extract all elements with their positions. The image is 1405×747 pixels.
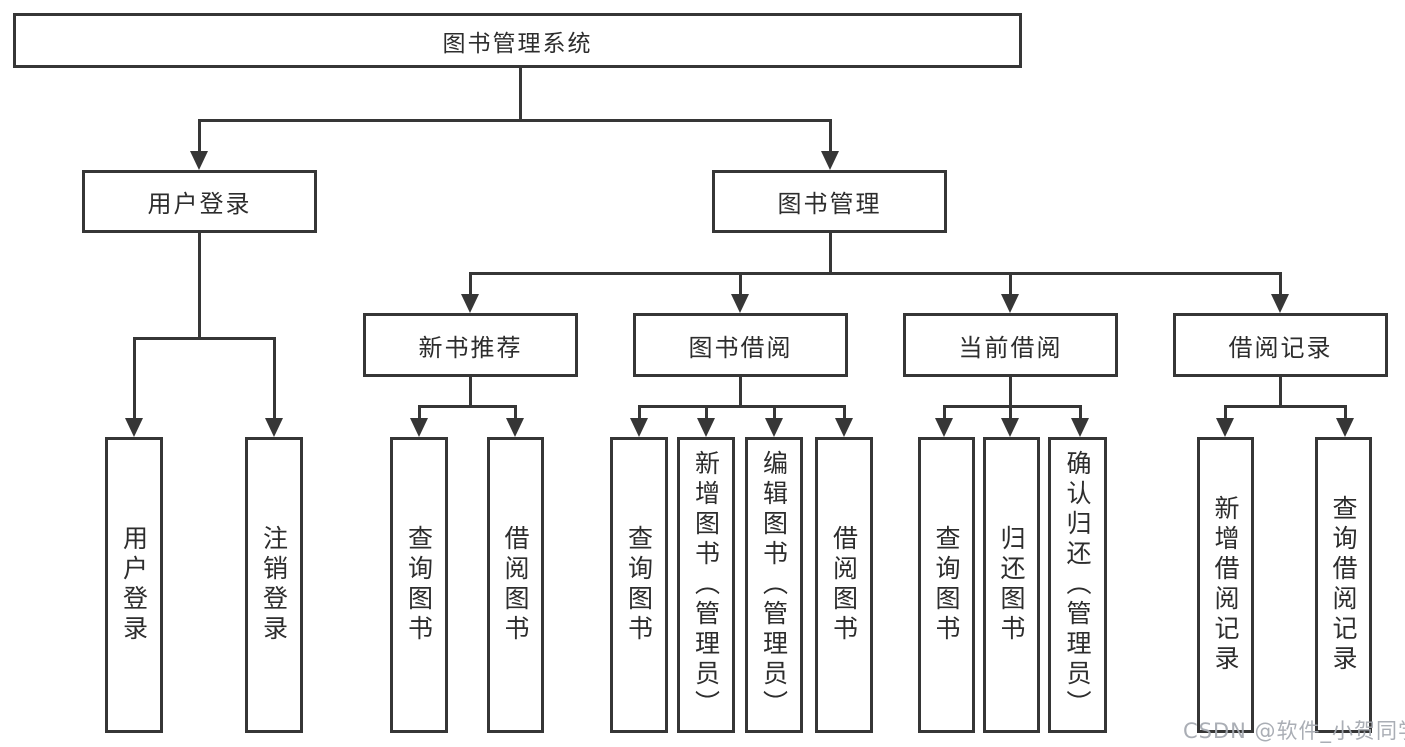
arrow-down-icon [821, 151, 839, 170]
connector-line [638, 405, 641, 423]
connector-line [705, 405, 708, 423]
node-book-management: 图书管理 [712, 170, 947, 233]
connector-line [773, 405, 776, 423]
connector-line [1279, 272, 1282, 297]
watermark: CSDN @软件_小贺同学 [1183, 719, 1405, 743]
arrow-down-icon [410, 418, 428, 437]
connector-line [739, 375, 742, 408]
connector-line [519, 66, 522, 120]
arrow-down-icon [731, 294, 749, 313]
connector-line [1279, 375, 1282, 408]
connector-line [469, 375, 472, 408]
arrow-down-icon [765, 418, 783, 437]
connector-line [418, 405, 421, 423]
arrow-down-icon [265, 418, 283, 437]
node-user-login-module: 用户登录 [82, 170, 317, 233]
connector-line [1224, 405, 1347, 408]
leaf-query-books-c: 查询图书 [918, 437, 975, 733]
connector-line [638, 405, 846, 408]
node-borrow-records: 借阅记录 [1173, 313, 1388, 377]
leaf-user-login: 用户登录 [105, 437, 163, 733]
arrow-down-icon [697, 418, 715, 437]
connector-line [418, 405, 517, 408]
arrow-down-icon [125, 418, 143, 437]
arrow-down-icon [1001, 418, 1019, 437]
leaf-logout: 注销登录 [245, 437, 303, 733]
connector-line [1079, 405, 1082, 423]
arrow-down-icon [835, 418, 853, 437]
connector-line [1344, 405, 1347, 423]
node-current-borrow: 当前借阅 [903, 313, 1118, 377]
connector-line [273, 337, 276, 422]
node-book-borrow: 图书借阅 [633, 313, 848, 377]
connector-line [198, 119, 832, 122]
connector-line [198, 119, 201, 155]
leaf-borrow-books-b: 借阅图书 [815, 437, 873, 733]
connector-line [943, 405, 946, 423]
connector-line [829, 119, 832, 155]
arrow-down-icon [1071, 418, 1089, 437]
leaf-return-books: 归还图书 [983, 437, 1040, 733]
leaf-query-borrow-record: 查询借阅记录 [1315, 437, 1372, 733]
connector-line [198, 232, 201, 339]
arrow-down-icon [1271, 294, 1289, 313]
leaf-query-books-b: 查询图书 [610, 437, 668, 733]
arrow-down-icon [630, 418, 648, 437]
leaf-confirm-return-admin: 确认归还（管理员） [1048, 437, 1107, 733]
arrow-down-icon [1001, 294, 1019, 313]
connector-line [133, 337, 276, 340]
arrow-down-icon [506, 418, 524, 437]
arrow-down-icon [190, 151, 208, 170]
connector-line [469, 272, 1282, 275]
leaf-borrow-books-a: 借阅图书 [487, 437, 544, 733]
leaf-add-borrow-record: 新增借阅记录 [1197, 437, 1254, 733]
connector-line [469, 272, 472, 297]
arrow-down-icon [461, 294, 479, 313]
connector-line [843, 405, 846, 423]
node-new-book-recommend: 新书推荐 [363, 313, 578, 377]
leaf-add-books-admin: 新增图书（管理员） [677, 437, 735, 733]
arrow-down-icon [1336, 418, 1354, 437]
connector-line [133, 337, 136, 422]
arrow-down-icon [935, 418, 953, 437]
arrow-down-icon [1216, 418, 1234, 437]
leaf-query-books-a: 查询图书 [390, 437, 448, 733]
connector-line [1009, 272, 1012, 297]
leaf-edit-books-admin: 编辑图书（管理员） [745, 437, 803, 733]
connector-line [829, 232, 832, 275]
connector-line [739, 272, 742, 297]
connector-line [943, 405, 1082, 408]
connector-line [1009, 375, 1012, 408]
connector-line [1224, 405, 1227, 423]
connector-line [1009, 405, 1012, 423]
connector-line [514, 405, 517, 423]
node-root: 图书管理系统 [13, 13, 1022, 68]
